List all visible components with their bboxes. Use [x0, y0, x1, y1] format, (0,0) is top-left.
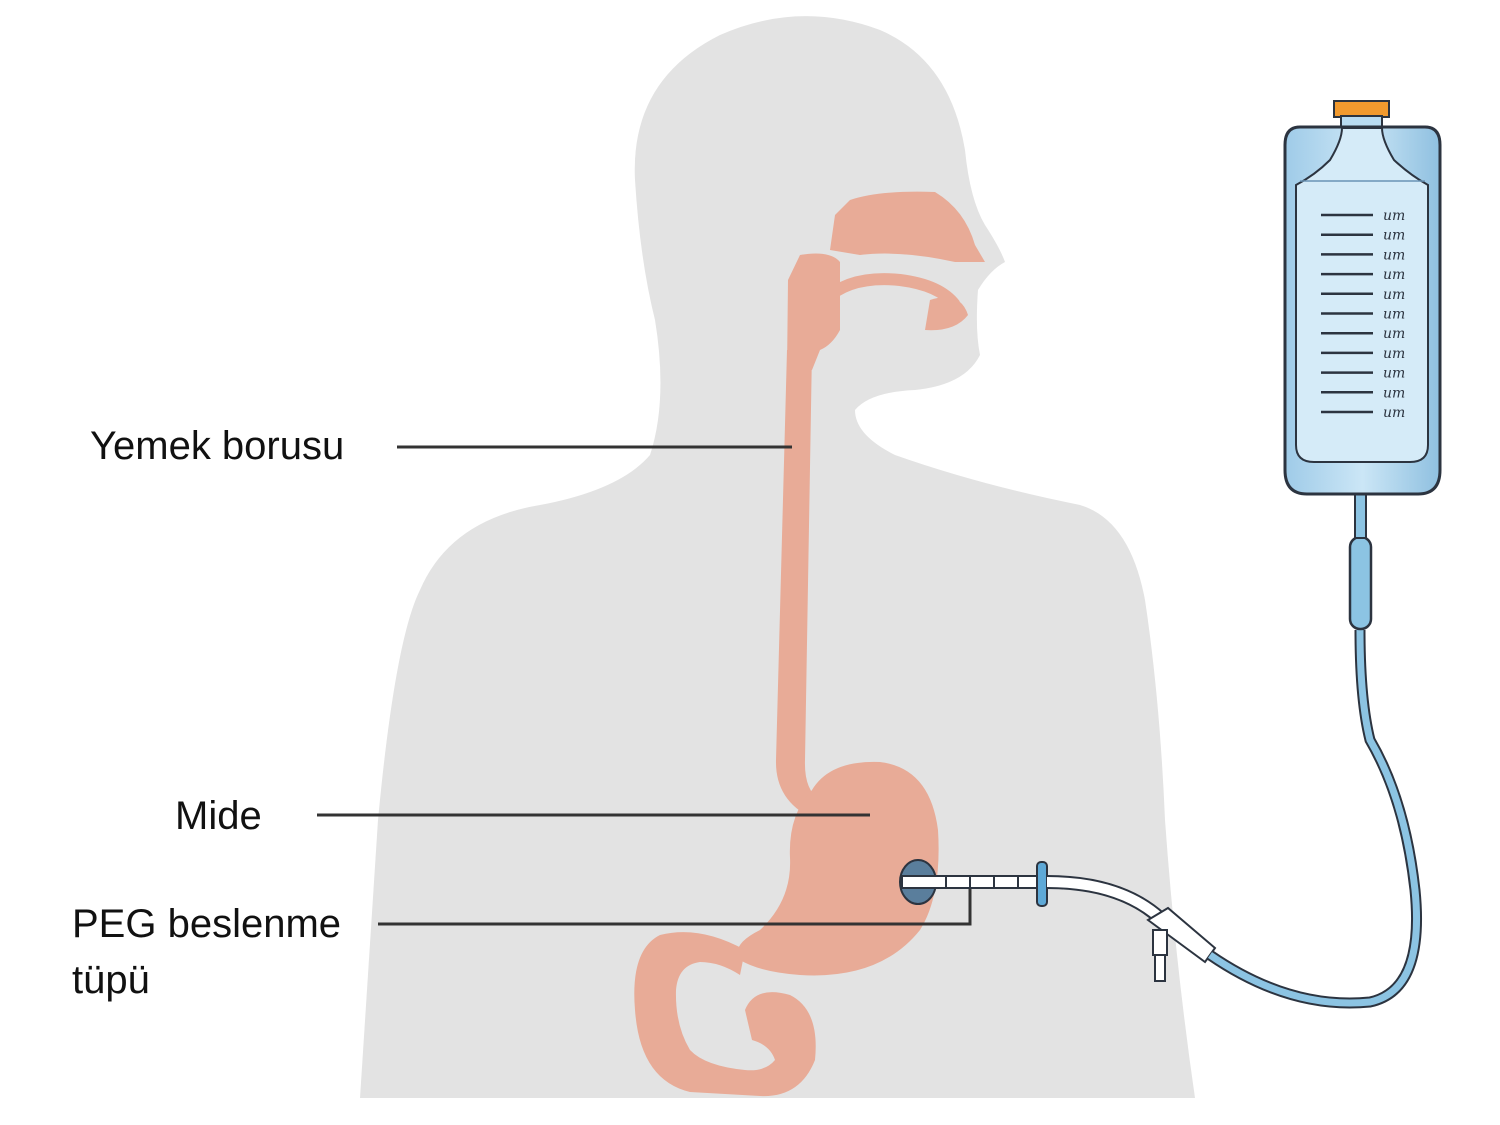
feeding-line-outline — [1206, 629, 1423, 1009]
scale-mark-label: um — [1383, 247, 1405, 263]
bottle-cap — [1333, 100, 1390, 118]
drip-chamber — [1348, 535, 1373, 631]
scale-mark-label: um — [1383, 267, 1405, 283]
peg-leader-line — [378, 882, 972, 926]
peg-tube-markings — [945, 876, 1019, 888]
scale-mark-label: um — [1383, 405, 1405, 421]
esophagus — [775, 350, 820, 818]
pharynx — [787, 253, 840, 370]
scale-mark-label: um — [1383, 307, 1405, 323]
peg-external-bumper — [1036, 861, 1048, 907]
scale-mark-label: um — [1383, 228, 1405, 244]
peg-tube-label-line2: tüpü — [72, 958, 150, 1002]
esophagus-label: Yemek borusu — [90, 424, 345, 468]
extension-tube-inner — [1046, 877, 1164, 922]
stomach — [737, 761, 939, 976]
bottle-outlet-tube — [1354, 492, 1367, 539]
scale-mark-label: um — [1383, 385, 1405, 401]
connector-cap — [1154, 954, 1166, 982]
scale-mark-label: um — [1383, 366, 1405, 382]
scale-mark-label: um — [1383, 208, 1405, 224]
scale-mark-label: um — [1383, 287, 1405, 303]
tongue — [925, 297, 968, 331]
scale-mark-label: um — [1383, 326, 1405, 342]
peg-tube-label-line1: PEG beslenme — [72, 902, 342, 946]
y-connector — [1146, 906, 1217, 964]
palate — [820, 273, 960, 309]
scale-mark-label: um — [1383, 346, 1405, 362]
bottle-scale: um um um um um um um um um um um — [1321, 208, 1405, 421]
connector-port — [1152, 929, 1168, 956]
duodenum — [634, 932, 816, 1097]
nasal-cavity — [830, 191, 985, 262]
body-silhouette — [360, 16, 1195, 1099]
stomach-label: Mide — [175, 794, 262, 838]
feeding-line — [1208, 629, 1421, 1007]
peg-tube-label: PEG beslenme tüpü — [72, 896, 341, 1008]
